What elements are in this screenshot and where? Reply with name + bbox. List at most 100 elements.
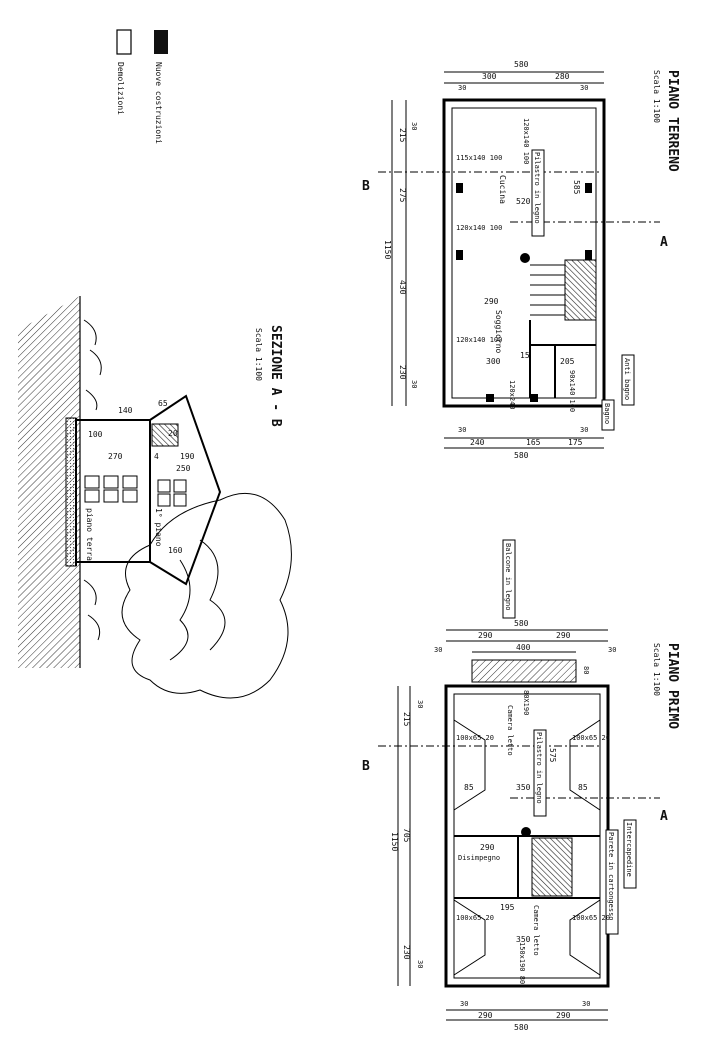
- ff-note-balcone-box: [502, 539, 516, 619]
- section-windows-ground: [84, 475, 138, 503]
- ff-room-disimpegno: Disimpegno: [458, 854, 500, 862]
- ff-in-350: 350: [516, 783, 531, 792]
- gf-dim-l30a: 30: [410, 122, 418, 130]
- gf-dim-175: 175: [568, 438, 583, 447]
- sec-dim-250: 250: [176, 464, 191, 473]
- ff-note-intercapedine-box: [623, 819, 637, 889]
- ff-in-85b: 85: [578, 783, 588, 792]
- legend-swatch-nuove: [154, 30, 168, 54]
- gf-outer-wall: [442, 98, 606, 408]
- foundation: [65, 417, 77, 567]
- ff-note-pilastro-box: [533, 729, 547, 817]
- ff-note-parete: Parete in cartongesso: [607, 832, 615, 921]
- gf-dim-580-bot: 580: [514, 451, 529, 460]
- sec-dim-140: 140: [118, 406, 133, 415]
- plants-sketch: [83, 319, 102, 641]
- gf-in-15: 15: [520, 351, 530, 360]
- gf-win-6: 90x140 100: [568, 370, 576, 412]
- ff-dim-290d: 290: [556, 1011, 571, 1020]
- ff-win-4: 100x65 20: [572, 914, 610, 922]
- legend: Demolizioni Nuove costruzioni: [116, 29, 168, 144]
- gf-pillar: [520, 253, 530, 263]
- ff-section-b: B: [362, 759, 370, 774]
- gf-inner-wall: [451, 107, 597, 399]
- sec-dim-20: 20: [168, 429, 178, 438]
- ff-in-290: 290: [480, 843, 495, 852]
- gf-stair-treads: [530, 264, 565, 316]
- legend-swatch-demolizioni: [116, 29, 132, 55]
- ff-dim-290b: 290: [556, 631, 571, 640]
- ff-room-camera-bottom: Camera letto: [532, 905, 540, 956]
- ff-win-6: 150x190 80: [518, 942, 526, 984]
- gf-section-b: B: [362, 179, 370, 194]
- sec-dim-270: 270: [108, 452, 123, 461]
- gf-dim-215: 215: [398, 128, 407, 143]
- ff-note-intercapedine: Intercapedine: [625, 822, 633, 877]
- sec-dim-190: 190: [180, 452, 195, 461]
- gf-dim-580-top: 580: [514, 60, 529, 69]
- gf-note-bagno-box: [601, 399, 615, 431]
- terrain-hatch: [18, 296, 80, 668]
- gf-dim-230: 230: [398, 365, 407, 380]
- gf-note-bagno: Bagno: [603, 403, 611, 424]
- gf-win-4: 120x140 100: [522, 118, 530, 164]
- ff-dim-30b: 30: [608, 646, 616, 654]
- sec-dim-160: 160: [168, 546, 183, 555]
- ff-win-1: 100x65 20: [456, 734, 494, 742]
- new-roof-part: [151, 423, 179, 447]
- legend-label-demolizioni: Demolizioni: [116, 62, 125, 115]
- gf-in-205: 205: [560, 357, 575, 366]
- gf-dim-30-b: 30: [580, 84, 588, 92]
- gf-wall-openings: [456, 183, 592, 402]
- ff-scale: Scala 1:100: [652, 643, 661, 696]
- label-piano-terra: piano terra: [85, 508, 94, 561]
- sec-dim-4: 4: [154, 452, 159, 461]
- ff-dim-30d: 30: [582, 1000, 590, 1008]
- gf-dim-165: 165: [526, 438, 541, 447]
- ff-in-575: 575: [548, 748, 557, 763]
- gf-title: PIANO TERRENO: [665, 70, 680, 172]
- gf-dim-30-d: 30: [580, 426, 588, 434]
- gf-room-soggiorno: Soggiorno: [494, 310, 503, 354]
- ff-note-pilastro: Pilastro in legno: [535, 732, 543, 804]
- gf-dim-30-a: 30: [458, 84, 466, 92]
- gf-note-antibagno: Anti bagno: [623, 358, 631, 400]
- ff-balcony: [471, 659, 577, 683]
- roof: [149, 394, 222, 586]
- gf-scale: Scala 1:100: [652, 70, 661, 123]
- gf-dim-430: 430: [398, 280, 407, 295]
- ff-roof-lines: [453, 719, 601, 976]
- ff-note-balcone: Balcone in legno: [504, 543, 512, 610]
- tree-sketch: [121, 492, 292, 699]
- ff-dim-30c: 30: [460, 1000, 468, 1008]
- gf-win-2: 115x140 100: [456, 154, 502, 162]
- ff-dim-1150: 1150: [390, 832, 399, 851]
- sec-dim-100: 100: [88, 430, 103, 439]
- ff-dim-215: 215: [402, 712, 411, 727]
- ff-dim-l30a: 30: [416, 700, 424, 708]
- ff-win-5: 80X190: [522, 690, 530, 715]
- ff-in-85a: 85: [464, 783, 474, 792]
- ff-stair: [531, 837, 573, 897]
- ff-win-2: 100x65 20: [572, 734, 610, 742]
- ff-dim-580-top: 580: [514, 619, 529, 628]
- gf-win-5: 120x240: [508, 380, 516, 410]
- ff-dim-l30b: 30: [416, 960, 424, 968]
- gf-note-pilastro: Pilastro in legno: [533, 152, 541, 224]
- gf-dim-30-c: 30: [458, 426, 466, 434]
- ff-pillar: [521, 827, 531, 837]
- gf-in-290: 290: [484, 297, 499, 306]
- gf-in-520: 520: [516, 197, 531, 206]
- ff-dim-290c: 290: [478, 1011, 493, 1020]
- ff-in-195: 195: [500, 903, 515, 912]
- ff-room-camera-top: Camera letto: [506, 705, 514, 756]
- gf-dim-l30b: 30: [410, 380, 418, 388]
- section-windows-first: [157, 479, 187, 507]
- gf-dim-240: 240: [470, 438, 485, 447]
- gf-note-antibagno-box: [621, 354, 635, 406]
- gf-dim-275: 275: [398, 188, 407, 203]
- ff-win-3: 100x65 20: [456, 914, 494, 922]
- section-ab: SEZIONE A - B Scala 1:100 140 65 20 100: [18, 296, 292, 699]
- ff-title: PIANO PRIMO: [665, 643, 680, 729]
